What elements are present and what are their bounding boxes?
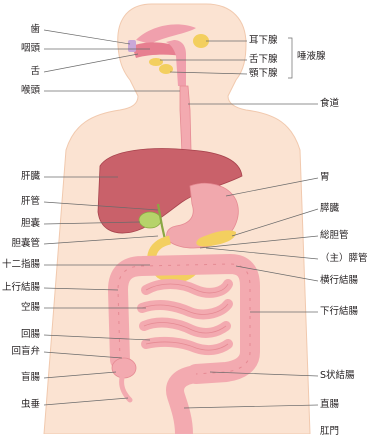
label-sigmoid-colon: S状結腸 xyxy=(320,370,355,382)
label-ileum: 回腸 xyxy=(21,329,40,341)
label-pharynx: 咽頭 xyxy=(21,43,40,55)
label-main-pancreatic-duct: （主）膵管 xyxy=(320,253,367,265)
label-anus: 肛門 xyxy=(320,426,339,438)
label-stomach: 胃 xyxy=(320,172,330,184)
label-larynx: 喉頭 xyxy=(21,85,40,97)
label-pancreas: 膵臓 xyxy=(320,203,339,215)
submandibular-gland xyxy=(159,64,173,74)
label-ascending-colon: 上行結腸 xyxy=(2,282,40,294)
label-salivary-glands: 唾液腺 xyxy=(297,51,326,63)
label-common-bile-duct: 総胆管 xyxy=(320,230,349,242)
cecum-shape xyxy=(112,358,136,378)
sublingual-gland xyxy=(149,58,163,66)
label-duodenum: 十二指腸 xyxy=(2,259,40,271)
label-cecum: 盲腸 xyxy=(21,372,40,384)
gallbladder-shape xyxy=(139,212,161,228)
label-descending-colon: 下行結腸 xyxy=(320,306,358,318)
label-tongue: 舌 xyxy=(30,66,40,78)
label-jejunum: 空腸 xyxy=(21,302,40,314)
label-ileocecal-valve: 回盲弁 xyxy=(11,346,40,358)
label-esophagus: 食道 xyxy=(320,98,339,110)
label-appendix: 虫垂 xyxy=(21,399,40,411)
teeth-shape xyxy=(128,40,136,52)
label-sublingual: 舌下腺 xyxy=(249,54,278,66)
label-liver: 肝臓 xyxy=(21,171,40,183)
label-submandibular: 顎下腺 xyxy=(249,68,278,80)
label-hepatic-duct: 肝管 xyxy=(21,196,40,208)
label-teeth: 歯 xyxy=(30,24,40,36)
label-transverse-colon: 横行結腸 xyxy=(320,275,358,287)
label-rectum: 直腸 xyxy=(320,399,339,411)
label-gallbladder: 胆嚢 xyxy=(21,218,40,230)
label-parotid: 耳下腺 xyxy=(249,35,278,47)
label-cystic-duct: 胆嚢管 xyxy=(11,238,40,250)
